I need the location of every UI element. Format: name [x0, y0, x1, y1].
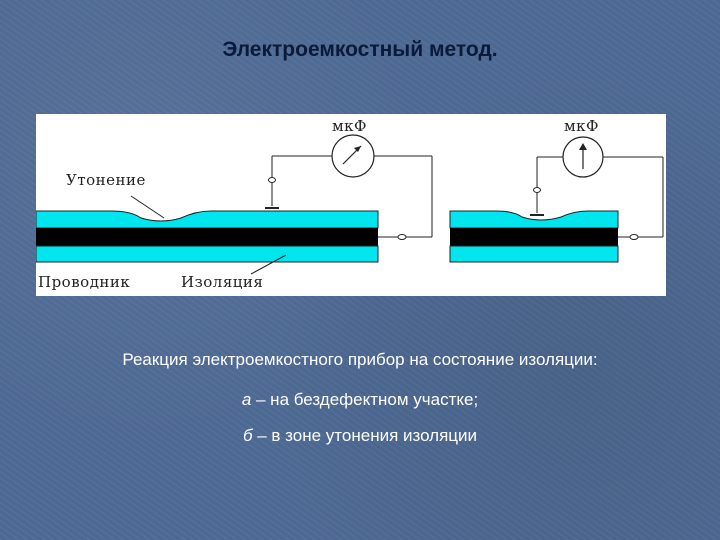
- caption-line-3: б – в зоне утонения изоляции: [0, 426, 720, 446]
- meter-left-icon: [331, 134, 375, 178]
- caption-text-b: – в зоне утонения изоляции: [252, 426, 478, 445]
- insulation-bottom-right: [449, 245, 619, 263]
- label-meter-right: мкФ: [564, 117, 599, 135]
- label-meter-left: мкФ: [332, 117, 367, 135]
- caption-line-2: а – на бездефектном участке;: [0, 390, 720, 410]
- conductor-right: [450, 228, 618, 246]
- insulation-bottom-left: [36, 245, 379, 263]
- label-thinning: Утонение: [66, 171, 146, 189]
- diagram-svg: Утонение Проводник Изоляция мкФ мкФ: [36, 117, 664, 291]
- insulation-top-right: [449, 210, 619, 229]
- slide-title: Электроемкостный метод.: [222, 38, 498, 61]
- diagram-figure: Утонение Проводник Изоляция мкФ мкФ: [36, 114, 666, 296]
- leader-thinning: [130, 195, 165, 219]
- caption-line-1: Реакция электроемкостного прибор на сост…: [122, 350, 598, 369]
- leader-insulation: [250, 254, 287, 275]
- circuit-left: [265, 134, 433, 240]
- caption-letter-a: а: [241, 390, 252, 409]
- label-insulation: Изоляция: [181, 273, 263, 291]
- insulation-top-left: [36, 210, 379, 229]
- circuit-right: [530, 136, 664, 240]
- caption-letter-b: б: [242, 426, 253, 445]
- cable-right: [449, 210, 619, 263]
- caption-text-a: – на бездефектном участке;: [251, 390, 479, 409]
- conductor-left: [36, 228, 378, 246]
- label-conductor: Проводник: [38, 273, 130, 291]
- cable-left: [36, 210, 379, 263]
